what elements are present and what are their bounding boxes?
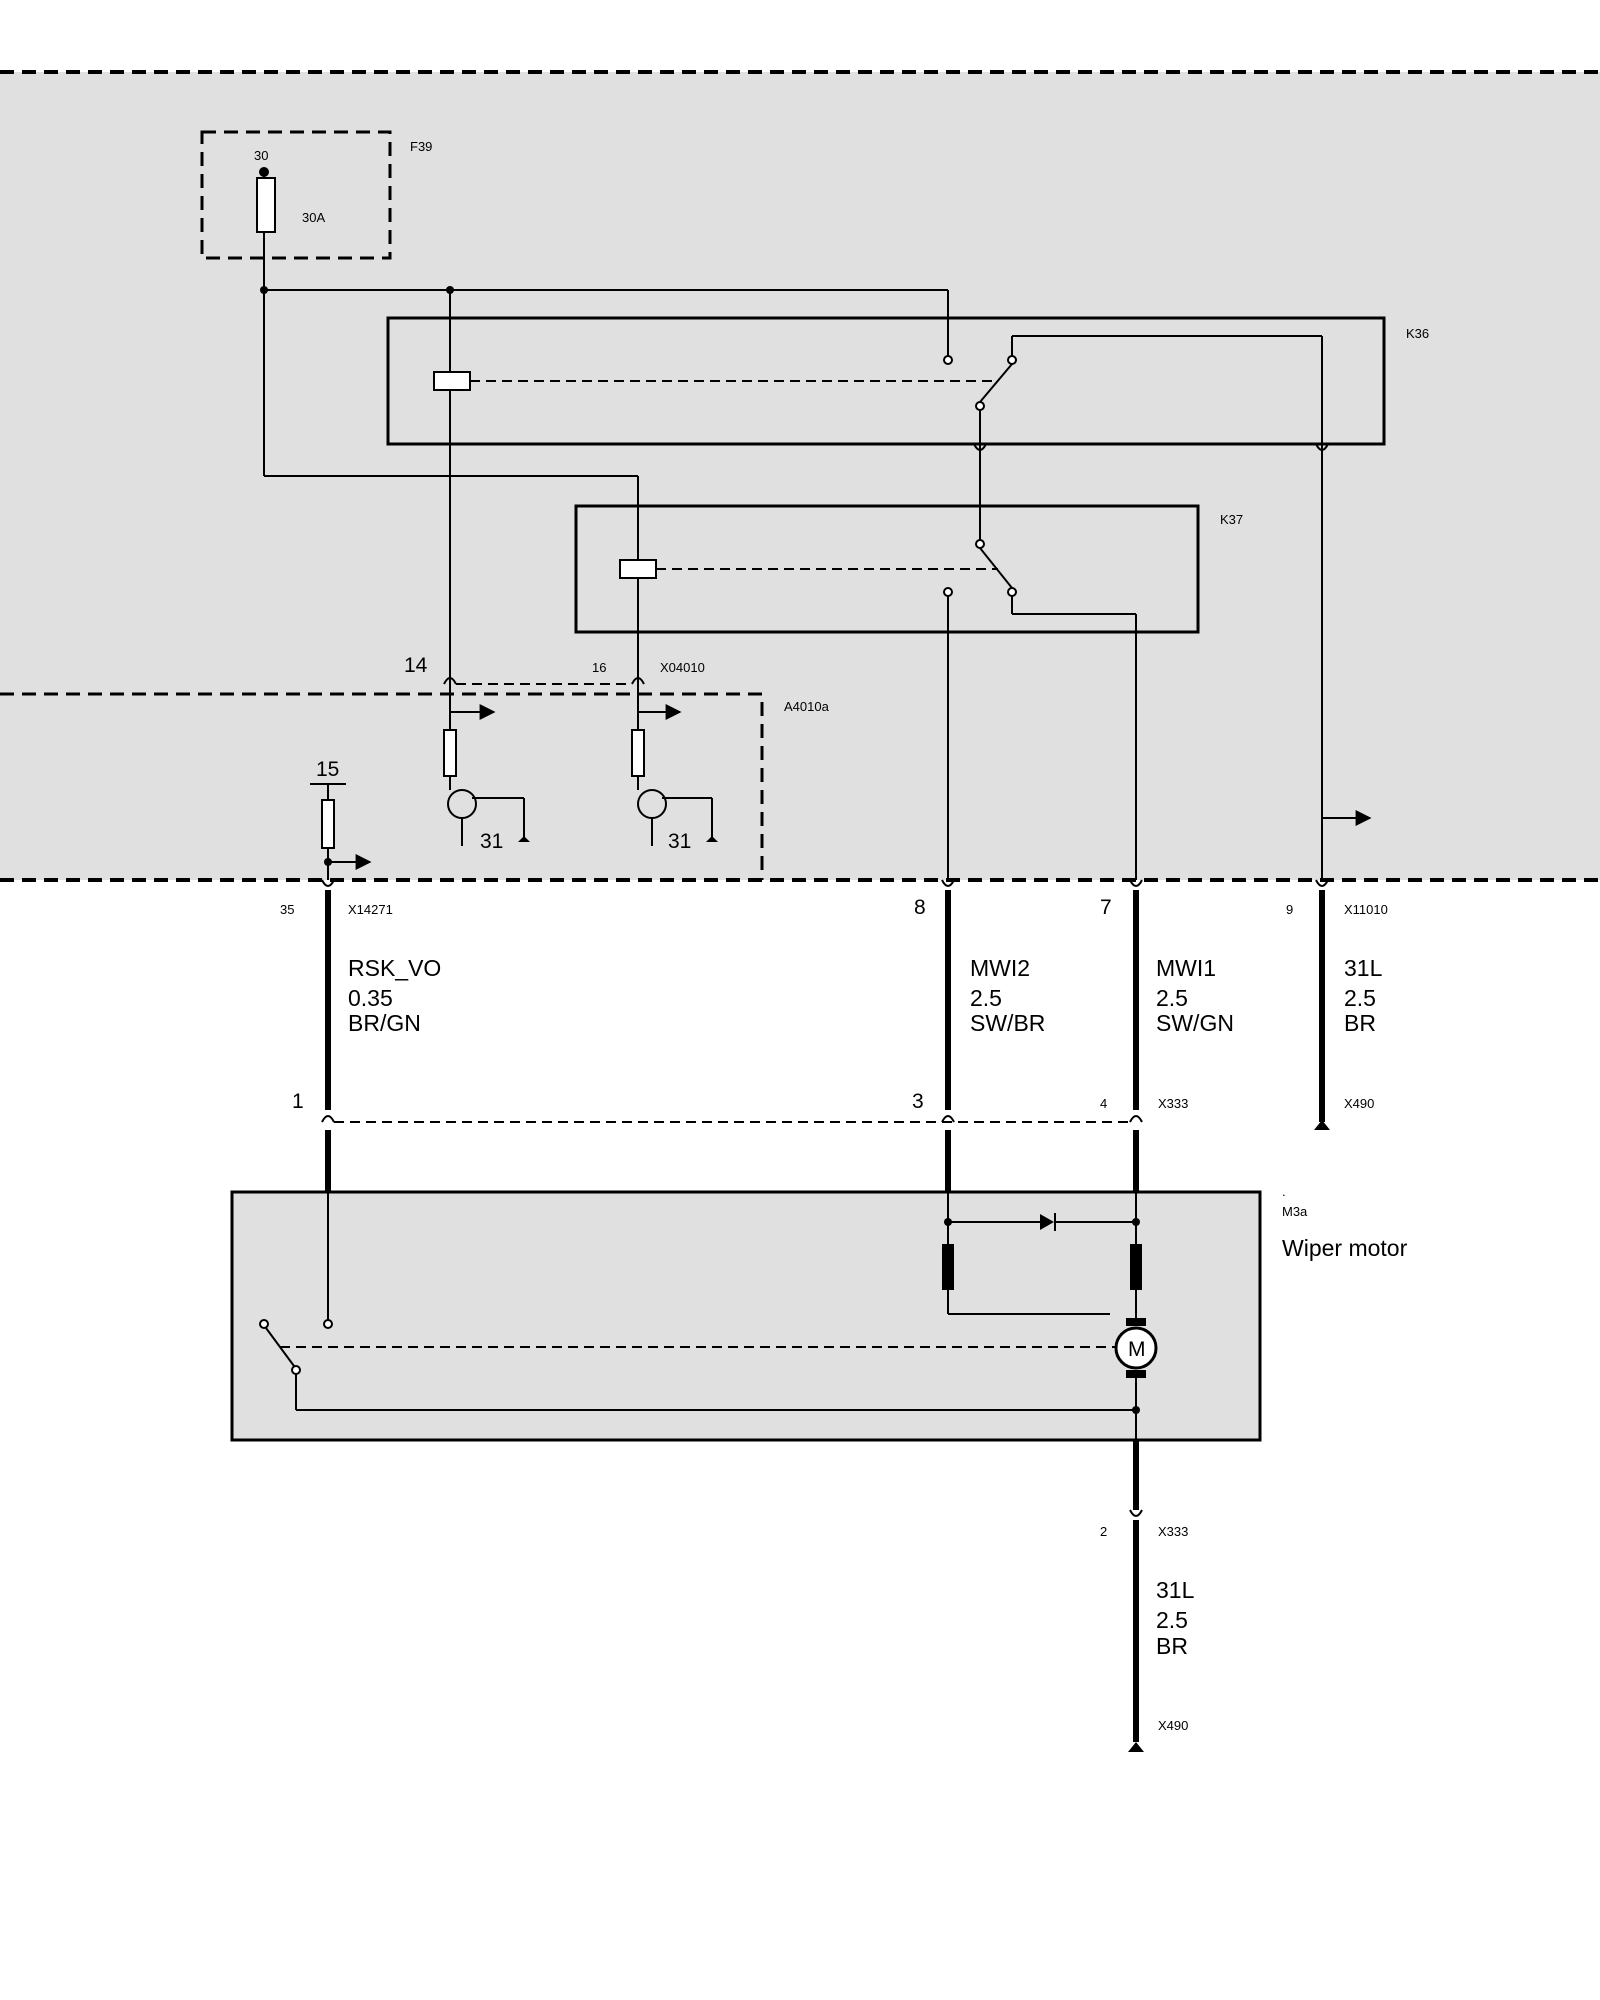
label-terminal15: 15 [316, 758, 339, 781]
driver2-ground-icon [706, 836, 718, 842]
relay-k37-box [574, 504, 1200, 634]
mwi1-connector [1129, 879, 1143, 887]
label-x11010: X11010 [1344, 902, 1388, 917]
wire-rsk-name: RSK_VO [348, 955, 441, 981]
motor-icon [1114, 1326, 1158, 1370]
k37-switch-arm [979, 547, 1013, 589]
wiper-motor-m3a-box [230, 1190, 1262, 1442]
k36-contact-common [975, 401, 985, 411]
label-pin1: 1 [292, 1090, 304, 1113]
label-k36: K36 [1406, 326, 1429, 341]
x333-pin3-connector [941, 1115, 955, 1123]
k36-connector-left [973, 443, 987, 451]
diode-icon [1040, 1214, 1054, 1230]
park-switch-common [291, 1365, 301, 1375]
k37-contact-common [975, 539, 985, 549]
x333-pin1-connector [321, 1115, 335, 1123]
park-switch-contact-b [259, 1319, 269, 1329]
label-x14271: X14271 [348, 902, 393, 917]
label-k37: K37 [1220, 512, 1243, 527]
f39-fuse-box [200, 130, 392, 260]
label-pin14: 14 [404, 654, 428, 677]
label-pin3: 3 [912, 1090, 924, 1113]
mwi2-connector [941, 879, 955, 887]
motor-ground-junction [1132, 1406, 1140, 1414]
wire-rsk-color: BR/GN [348, 1010, 421, 1036]
x333-pin4-connector [1129, 1115, 1143, 1123]
k36-contact-nc [943, 355, 953, 365]
label-x333-bottom: X333 [1158, 1524, 1188, 1539]
label-x490-bottom: X490 [1158, 1718, 1188, 1733]
label-x490-top: X490 [1344, 1096, 1374, 1111]
wire-mwi2-gauge: 2.5 [970, 985, 1002, 1011]
wire-mwi2-name: MWI2 [970, 955, 1030, 981]
label-pin2: 2 [1100, 1524, 1107, 1539]
control-module-area [0, 72, 1600, 880]
label-a4010a: A4010a [784, 699, 830, 714]
label-m3a: M3a [1282, 1204, 1308, 1219]
label-x04010: X04010 [660, 660, 705, 675]
label-pin4: 4 [1100, 1096, 1107, 1111]
k37-coil [619, 559, 657, 579]
brush-low-speed [942, 1244, 954, 1290]
motor-symbol: M [1128, 1338, 1146, 1361]
k36-switch-arm [979, 363, 1013, 403]
wire-mwi1-name: MWI1 [1156, 955, 1216, 981]
x04010-pin16-connector [631, 677, 645, 685]
k36-connector-right [1315, 443, 1329, 451]
wire-mwi1-gauge: 2.5 [1156, 985, 1188, 1011]
label-pin7: 7 [1100, 896, 1112, 919]
motor-terminal-top [1126, 1318, 1146, 1326]
x04010-pin14-connector [443, 677, 457, 685]
motor-terminal-bottom [1126, 1370, 1146, 1378]
label-x333-top: X333 [1158, 1096, 1188, 1111]
wire-31l-bottom-color: BR [1156, 1633, 1188, 1659]
wire-31l-right-color: BR [1344, 1010, 1376, 1036]
x490-ground-icon-bottom [1128, 1742, 1144, 1752]
label-fuse-terminal: 30 [254, 148, 268, 163]
k36-coil [433, 371, 471, 391]
wire-mwi2-color: SW/BR [970, 1010, 1045, 1036]
brush-high-speed [1130, 1244, 1142, 1290]
label-f39: F39 [410, 139, 432, 154]
k36-contact-no [1007, 355, 1017, 365]
label-m3a-dot: . [1282, 1184, 1286, 1199]
driver2-resistor [631, 729, 645, 777]
relay-k36-box [386, 316, 1386, 446]
label-pin35: 35 [280, 902, 294, 917]
wire-rsk-gauge: 0.35 [348, 985, 393, 1011]
label-pin8: 8 [914, 896, 926, 919]
park-switch-contact-a [323, 1319, 333, 1329]
wire-31l-bottom-name: 31L [1156, 1577, 1195, 1603]
label-fuse-rating: 30A [302, 210, 325, 225]
wire-31l-right-gauge: 2.5 [1344, 985, 1376, 1011]
label-ground31-a: 31 [480, 830, 503, 853]
wire-mwi1-color: SW/GN [1156, 1010, 1234, 1036]
label-ground31-b: 31 [668, 830, 691, 853]
driver1-resistor [443, 729, 457, 777]
wire-31l-right-name: 31L [1344, 955, 1383, 981]
label-pin16: 16 [592, 660, 606, 675]
label-wiper-motor: Wiper motor [1282, 1235, 1408, 1261]
x490-ground-icon-top [1314, 1120, 1330, 1130]
x14271-connector [321, 879, 335, 887]
x11010-connector [1315, 879, 1329, 887]
k37-contact-nc [943, 587, 953, 597]
x333-pin2-connector [1129, 1509, 1143, 1517]
a4010a-module-border [0, 692, 764, 880]
k37-contact-no [1007, 587, 1017, 597]
wire-31l-bottom-gauge: 2.5 [1156, 1607, 1188, 1633]
label-pin9: 9 [1286, 902, 1293, 917]
driver1-ground-icon [518, 836, 530, 842]
fuse-30a [256, 177, 276, 233]
terminal15-resistor [321, 799, 335, 849]
